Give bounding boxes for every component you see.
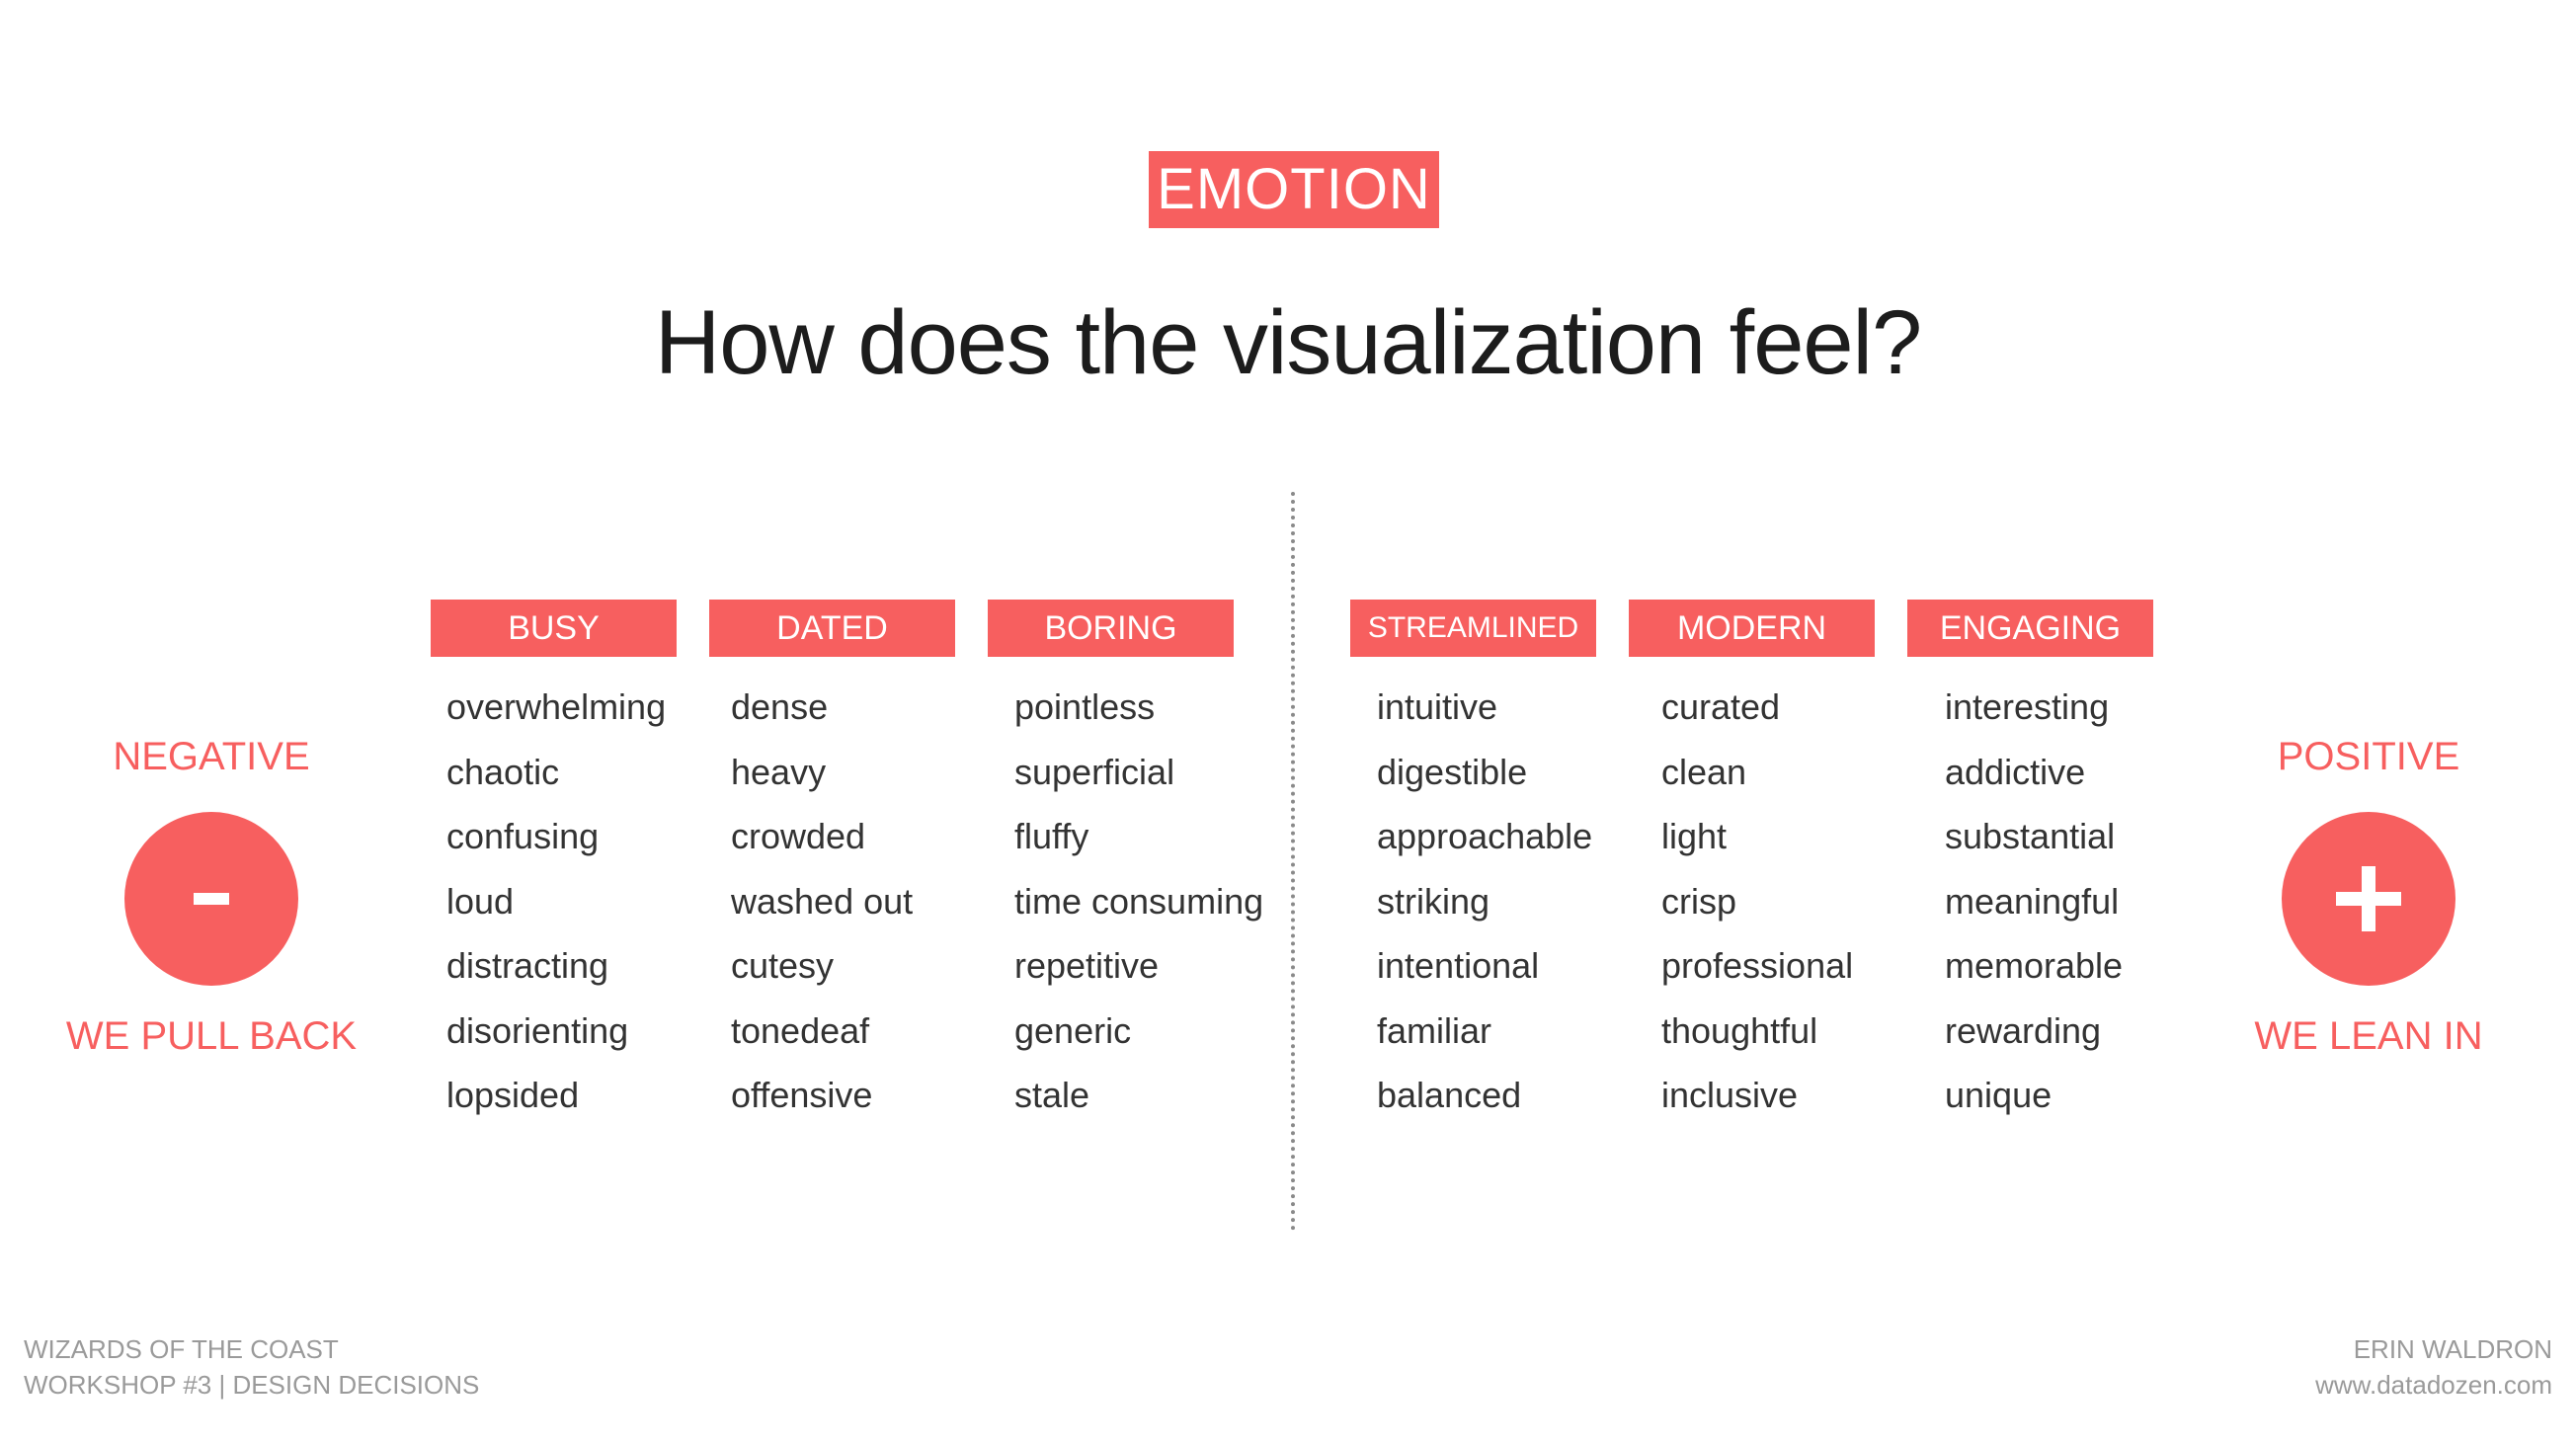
word-item: crowded (731, 816, 866, 856)
word-item: unique (1945, 1075, 2053, 1115)
negative-label: NEGATIVE (113, 735, 310, 778)
word-item: digestible (1377, 751, 1528, 792)
word-item: fluffy (1014, 816, 1089, 856)
column-header-busy: BUSY (431, 600, 677, 657)
word-item: generic (1014, 1009, 1132, 1051)
footer-left: WIZARDS OF THE COAST WORKSHOP #3 | DESIG… (24, 1331, 479, 1403)
word-item: confusing (446, 816, 600, 856)
word-item: approachable (1377, 816, 1593, 856)
word-item: dense (731, 686, 829, 727)
word-item: tonedeaf (731, 1009, 870, 1051)
word-list-streamlined: intuitive digestible approachable striki… (1377, 675, 1592, 1128)
word-item: clean (1661, 751, 1747, 792)
word-item: familiar (1377, 1009, 1492, 1051)
word-list-engaging: interesting addictive substantial meanin… (1945, 675, 2123, 1128)
word-item: repetitive (1014, 945, 1160, 986)
word-item: crisp (1661, 880, 1737, 922)
positive-caption: WE LEAN IN (2254, 1014, 2483, 1058)
word-item: heavy (731, 751, 827, 792)
word-item: offensive (731, 1075, 873, 1115)
word-item: intentional (1377, 945, 1540, 986)
word-item: chaotic (446, 751, 560, 792)
word-item: lopsided (446, 1075, 580, 1115)
word-item: disorienting (446, 1009, 629, 1051)
word-item: cutesy (731, 945, 835, 986)
word-item: pointless (1014, 686, 1156, 727)
word-item: professional (1661, 945, 1854, 986)
word-item: distracting (446, 945, 609, 986)
section-badge: EMOTION (1149, 151, 1439, 228)
footer-right: ERIN WALDRON www.datadozen.com (2315, 1331, 2552, 1403)
footer-website: www.datadozen.com (2315, 1370, 2552, 1400)
word-item: inclusive (1661, 1075, 1799, 1115)
page-title: How does the visualization feel? (654, 292, 1922, 393)
word-item: balanced (1377, 1075, 1522, 1115)
column-header-boring: BORING (988, 600, 1234, 657)
plus-icon (2282, 812, 2455, 986)
word-item: memorable (1945, 945, 2124, 986)
word-item: washed out (731, 880, 914, 922)
word-item: substantial (1945, 816, 2116, 856)
word-item: intuitive (1377, 686, 1498, 727)
word-item: overwhelming (446, 686, 667, 727)
column-header-streamlined: STREAMLINED (1350, 600, 1596, 657)
positive-label: POSITIVE (2277, 735, 2460, 778)
word-list-modern: curated clean light crisp professional t… (1661, 675, 1853, 1128)
word-item: curated (1661, 686, 1781, 727)
negative-caption: WE PULL BACK (65, 1014, 358, 1058)
word-list-busy: overwhelming chaotic confusing loud dist… (446, 675, 666, 1128)
column-header-engaging: ENGAGING (1907, 600, 2153, 657)
column-header-modern: MODERN (1629, 600, 1875, 657)
footer-author: ERIN WALDRON (2353, 1334, 2552, 1364)
word-item: addictive (1945, 751, 2086, 792)
word-item: rewarding (1945, 1009, 2102, 1051)
word-list-boring: pointless superficial fluffy time consum… (1014, 675, 1263, 1128)
word-item: thoughtful (1661, 1009, 1818, 1051)
word-item: loud (446, 880, 515, 922)
word-item: time consuming (1014, 880, 1264, 922)
word-item: meaningful (1945, 880, 2120, 922)
column-header-dated: DATED (709, 600, 955, 657)
word-list-dated: dense heavy crowded washed out cutesy to… (731, 675, 913, 1128)
center-divider (1291, 492, 1295, 1231)
word-item: stale (1014, 1075, 1090, 1115)
footer-workshop: WORKSHOP #3 | DESIGN DECISIONS (24, 1370, 480, 1400)
minus-icon (124, 812, 298, 986)
word-item: interesting (1945, 686, 2110, 727)
word-item: striking (1377, 880, 1490, 922)
word-item: superficial (1014, 751, 1175, 792)
footer-org: WIZARDS OF THE COAST (24, 1334, 339, 1364)
word-item: light (1661, 816, 1728, 856)
